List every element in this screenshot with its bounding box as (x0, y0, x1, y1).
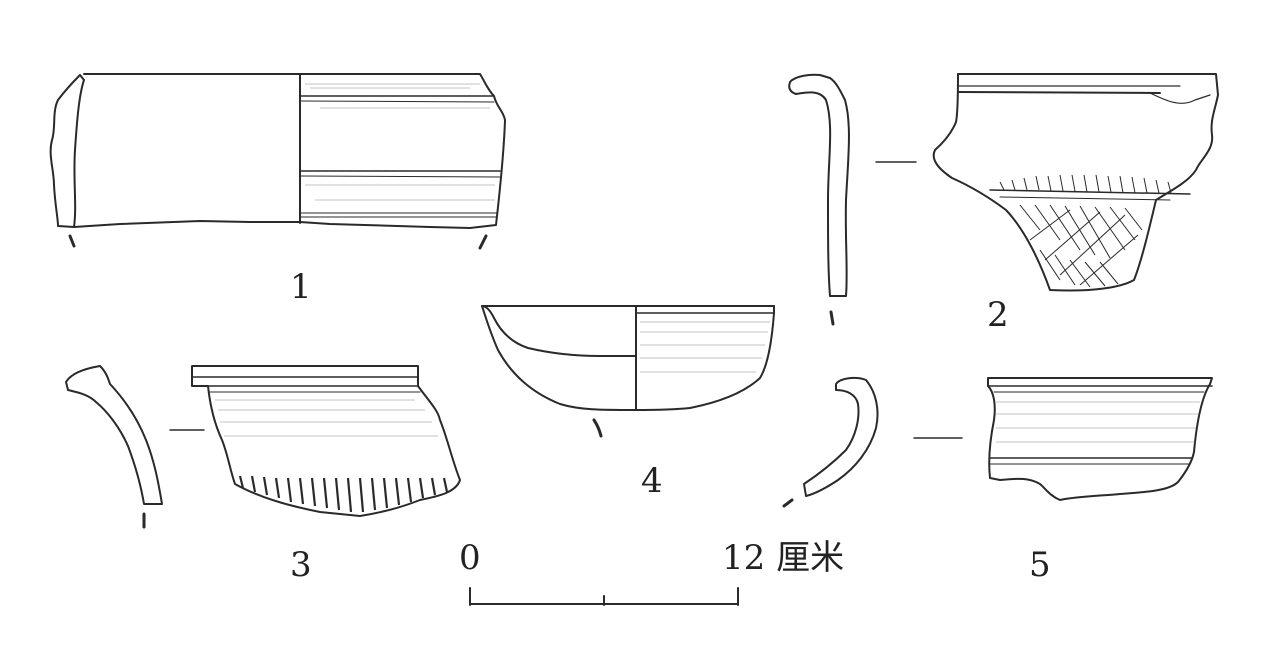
scale-start-label: 0 (459, 538, 481, 578)
cord-mark-texture (999, 174, 1172, 288)
figure-label-1: 1 (290, 267, 312, 307)
scale-end-label: 12 厘米 (722, 541, 844, 575)
sherd-1-drawing (49, 73, 506, 250)
sherd-4-outline (481, 305, 775, 411)
figure-label-4: 4 (641, 461, 663, 501)
scale-unit: 厘米 (776, 538, 845, 578)
figure-label-3: 3 (290, 545, 312, 585)
figure-label-5: 5 (1029, 545, 1051, 585)
scale-end-value: 12 (722, 538, 766, 578)
sherd-5-drawing (782, 376, 1213, 508)
scale-bar (469, 587, 739, 606)
sherd-2-outline (932, 73, 1219, 292)
sherd-1-section (49, 74, 85, 228)
sherd-2-section (788, 73, 850, 297)
sherd-3-drawing (65, 365, 461, 529)
notched-band-texture (238, 475, 449, 513)
sherd-2-drawing (788, 73, 1219, 326)
sherd-5-outline (987, 377, 1213, 501)
sherd-3-outline (191, 365, 461, 517)
sherd-4-section (481, 305, 637, 411)
sherd-3-section (65, 365, 163, 505)
sherd-1-outline (73, 73, 506, 229)
figure-label-2: 2 (987, 295, 1009, 335)
sherd-5-section (803, 376, 879, 497)
sherd-4-drawing (481, 305, 775, 438)
